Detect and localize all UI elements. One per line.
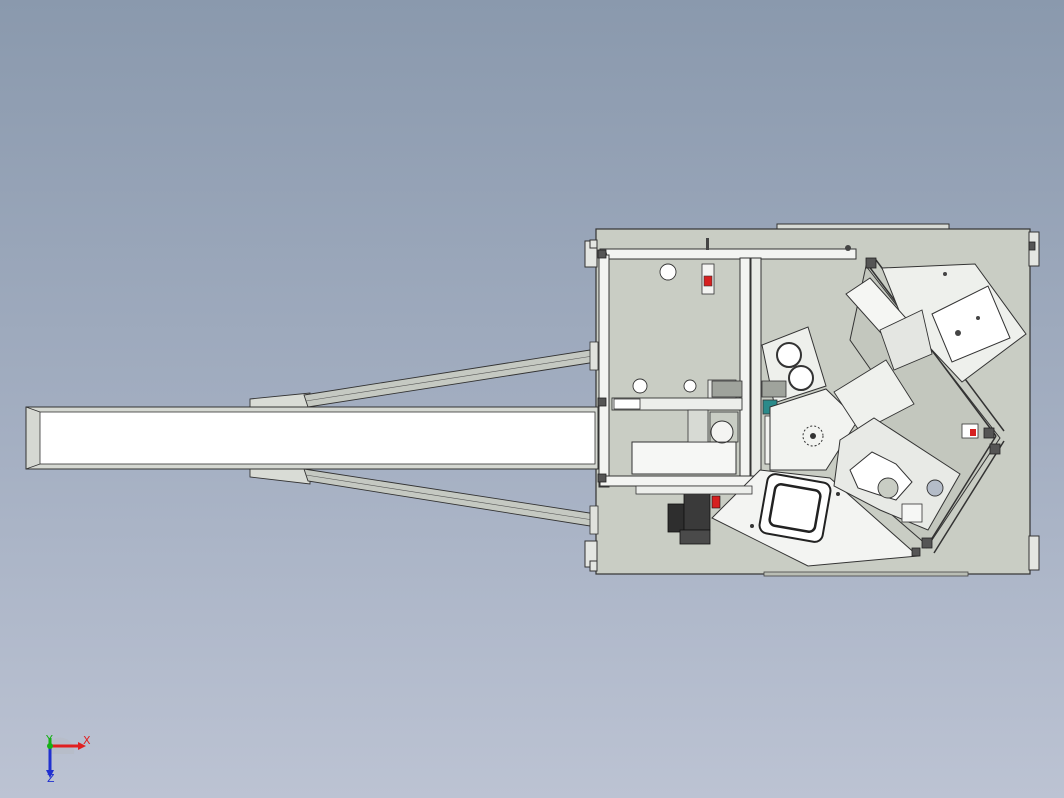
right-red-indicator [961,423,979,439]
lower-support-strut [249,468,599,535]
left-rail [598,254,610,488]
triad-graphic [46,737,86,778]
drive-motor [635,485,753,545]
upper-support-strut [249,341,599,408]
corner-clamps [597,241,1036,557]
bottom-rail [599,475,761,487]
linear-slide [611,397,743,411]
base-bottom-lip [763,571,969,577]
rotary-plate [769,388,859,471]
red-sensor [701,263,715,295]
angled-slide-module [833,277,933,433]
fixture-plate [833,417,961,531]
slide-base-panel [631,441,737,475]
y-axis-label: Y [46,733,53,746]
z-axis-label: Z [47,772,55,785]
axis-triad: X Y Z [30,728,100,788]
conveyor-arm [25,406,599,470]
upper-right-plate [881,263,1027,383]
x-axis-label: X [83,734,91,747]
tray-panel [711,469,920,567]
middle-rails [739,257,762,489]
